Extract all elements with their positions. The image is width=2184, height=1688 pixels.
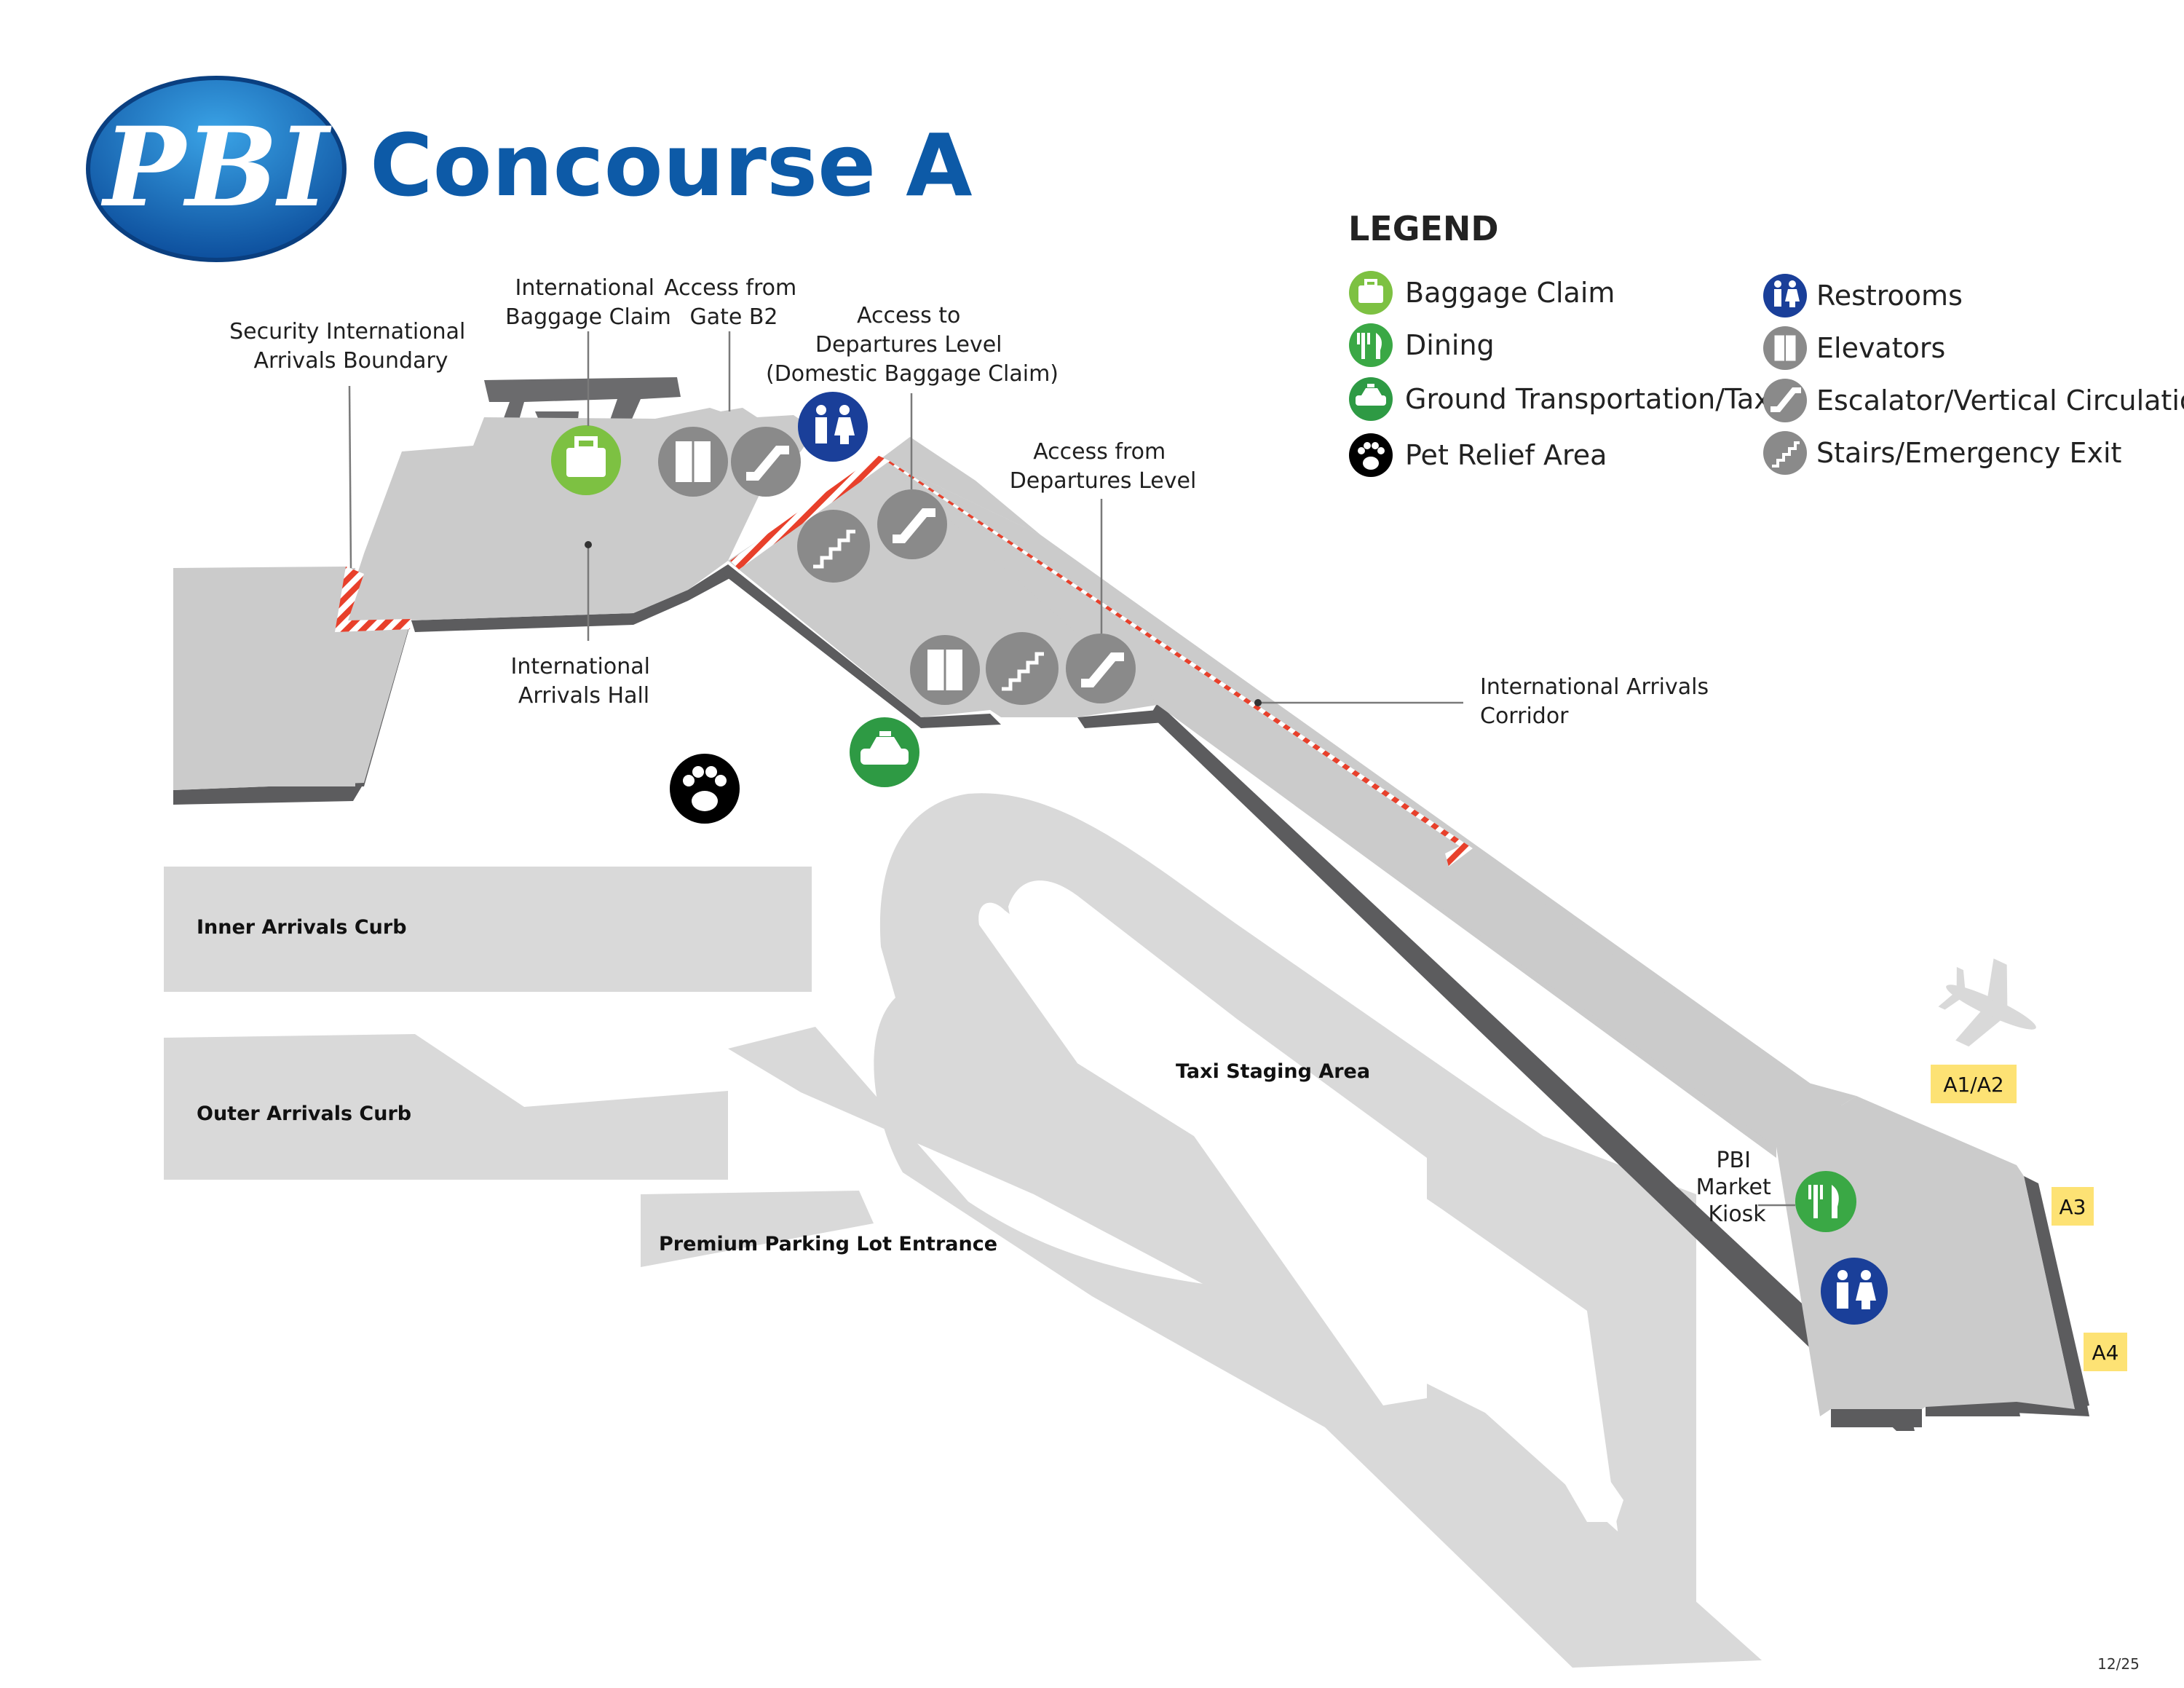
escalator-icon xyxy=(1770,387,1801,412)
svg-text:Ground Transportation/Taxi: Ground Transportation/Taxi xyxy=(1405,383,1778,415)
map-stairs[interactable] xyxy=(986,632,1059,705)
escalator-icon xyxy=(893,508,935,543)
restroom-icon xyxy=(1837,1270,1876,1309)
paw-icon xyxy=(683,766,727,811)
map-labels: Security International Arrivals Boundary… xyxy=(197,275,1779,1255)
restroom-icon xyxy=(815,405,855,444)
svg-text:Pet Relief Area: Pet Relief Area xyxy=(1405,439,1607,471)
inner-arrivals-curb xyxy=(164,867,812,992)
svg-text:A3: A3 xyxy=(2060,1195,2086,1219)
callout-lines xyxy=(348,331,1795,1207)
legend-heading: LEGEND xyxy=(1348,209,1499,248)
legend-item-dining: Dining xyxy=(1349,323,1495,367)
legend-item-pet: Pet Relief Area xyxy=(1349,433,1607,477)
security-boundary-main xyxy=(730,455,890,569)
road-inner-arrivals-curb: Inner Arrivals Curb xyxy=(197,916,407,939)
baggage-claim-icon xyxy=(1358,285,1383,303)
label-intl-baggage-claim: International Baggage Claim xyxy=(505,275,671,330)
page-number: 12/25 xyxy=(2097,1655,2140,1673)
label-intl-arrivals-hall: International Arrivals Hall xyxy=(510,654,657,709)
escalator-icon xyxy=(1081,652,1124,687)
map-escalator[interactable] xyxy=(731,427,801,497)
airplane-icon xyxy=(1938,958,2036,1047)
svg-text:Dining: Dining xyxy=(1405,329,1495,361)
svg-text:Stairs/Emergency Exit: Stairs/Emergency Exit xyxy=(1816,437,2121,469)
road-outer-arrivals-curb: Outer Arrivals Curb xyxy=(197,1103,411,1125)
legend-item-baggage: Baggage Claim xyxy=(1349,271,1615,315)
page-title: Concourse A xyxy=(370,115,973,216)
legend: LEGEND Baggage Claim Dining Ground Trans… xyxy=(1348,209,2184,477)
paw-icon xyxy=(1358,442,1385,470)
label-access-from-departures: Access from Departures Level xyxy=(1010,439,1197,494)
elevator-icon xyxy=(1773,334,1797,362)
map-dining[interactable] xyxy=(1795,1171,1856,1232)
svg-text:A4: A4 xyxy=(2092,1341,2119,1365)
stairs-icon xyxy=(813,529,855,569)
road-island-small xyxy=(1522,1395,1623,1522)
legend-item-elevators: Elevators xyxy=(1763,326,1945,370)
taxi-icon xyxy=(1356,384,1386,406)
map-pet-relief[interactable] xyxy=(670,754,740,824)
taxi-icon xyxy=(860,731,909,765)
svg-text:Restrooms: Restrooms xyxy=(1816,280,1963,312)
stairs-icon xyxy=(1772,441,1800,468)
outer-arrivals-curb xyxy=(164,1034,728,1180)
callout-dots xyxy=(585,541,1262,706)
label-pbi-market: PBI Market Kiosk xyxy=(1696,1148,1779,1227)
svg-text:Elevators: Elevators xyxy=(1816,332,1945,364)
road-premium-parking: Premium Parking Lot Entrance xyxy=(659,1233,997,1255)
map-restrooms[interactable] xyxy=(1821,1258,1888,1325)
svg-text:Escalator/Vertical Circulation: Escalator/Vertical Circulation xyxy=(1816,384,2184,417)
legend-item-escalator: Escalator/Vertical Circulation xyxy=(1763,379,2184,422)
label-security-boundary: Security International Arrivals Boundary xyxy=(229,319,472,374)
taxi-staging-loop xyxy=(728,793,1762,1668)
map-baggage-claim[interactable] xyxy=(551,425,621,495)
label-intl-arrivals-corridor: International Arrivals Corridor xyxy=(1480,674,1716,729)
escalator-icon xyxy=(746,446,789,481)
roadways xyxy=(164,793,1762,1668)
gate-labels: A1/A2 A3 A4 xyxy=(1931,1065,2127,1371)
logo-text: PBI xyxy=(100,103,332,232)
svg-text:A1/A2: A1/A2 xyxy=(1943,1073,2003,1097)
road-taxi-staging-area: Taxi Staging Area xyxy=(1176,1060,1370,1083)
gate-area xyxy=(1776,1096,2075,1416)
stairs-icon xyxy=(1002,652,1044,691)
gate-badge-a4[interactable] xyxy=(2084,1333,2127,1371)
map-restrooms[interactable] xyxy=(798,392,868,462)
label-access-gate-b2: Access from Gate B2 xyxy=(664,275,804,330)
map-stairs[interactable] xyxy=(797,510,870,583)
label-access-to-departures: Access to Departures Level (Domestic Bag… xyxy=(766,303,1059,387)
restroom-icon xyxy=(1774,280,1800,307)
gate-badge-a1-a2[interactable] xyxy=(1931,1065,2017,1103)
map-escalator[interactable] xyxy=(1066,634,1136,703)
pbi-logo: PBI xyxy=(86,76,347,262)
baggage-claim-icon xyxy=(566,448,606,477)
legend-item-restrooms: Restrooms xyxy=(1763,274,1963,318)
map-escalator[interactable] xyxy=(877,489,947,559)
dining-icon xyxy=(1357,333,1382,359)
legend-item-stairs: Stairs/Emergency Exit xyxy=(1763,431,2121,475)
loop-island xyxy=(1008,880,1427,1405)
premium-parking-road xyxy=(641,1191,874,1267)
map-elevator[interactable] xyxy=(910,635,980,705)
map-ground-transportation[interactable] xyxy=(850,717,919,787)
svg-text:Baggage Claim: Baggage Claim xyxy=(1405,277,1615,309)
dining-icon xyxy=(1808,1185,1839,1218)
map-icons xyxy=(551,392,2036,1325)
legend-item-taxi: Ground Transportation/Taxi xyxy=(1349,377,1778,421)
gate-badge-a3[interactable] xyxy=(2052,1187,2094,1226)
security-boundary-left xyxy=(335,567,411,632)
security-boundary-lines xyxy=(335,455,1473,867)
map-elevator[interactable] xyxy=(658,427,728,497)
